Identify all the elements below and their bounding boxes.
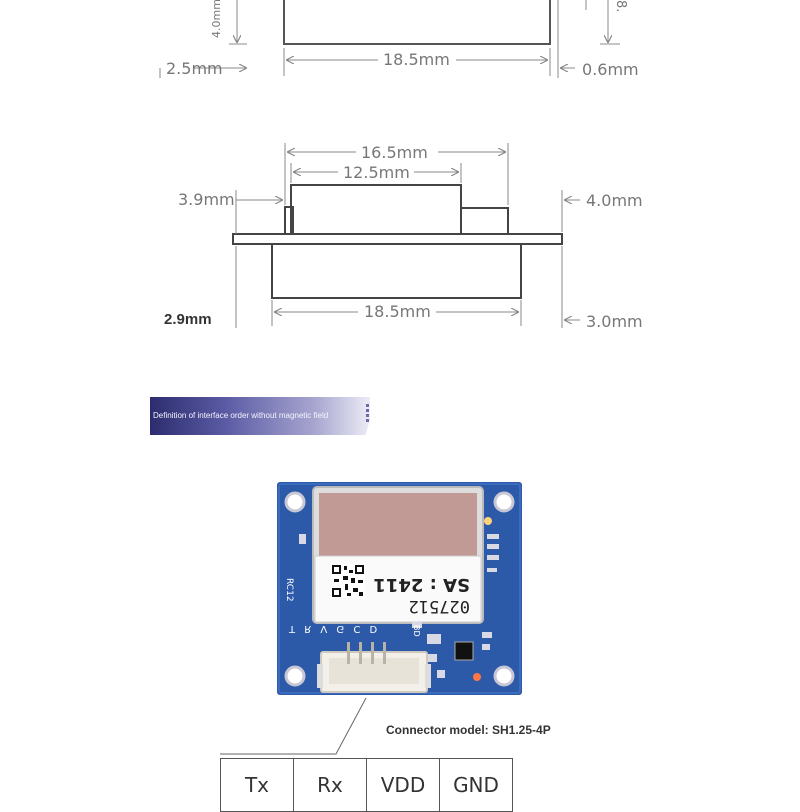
section-banner-text: Definition of interface order without ma… [153, 411, 329, 420]
section-banner [150, 397, 370, 435]
sticker-serial: 027512 [409, 596, 470, 616]
top-width-label: 18.5mm [383, 50, 450, 69]
mechanical-drawings [159, 0, 620, 328]
qr-code [331, 564, 365, 598]
connector-model-label: Connector model: SH1.25-4P [386, 723, 551, 737]
pin-tx: Tx [220, 758, 294, 812]
side-right-height-label: 4.0mm [586, 191, 643, 210]
sh125-connector [317, 642, 431, 693]
side-bottom-width-label: 18.5mm [364, 302, 431, 321]
side-view-drawing [232, 143, 580, 328]
pin-vdd: VDD [366, 758, 440, 812]
top-right-offset-label: 0.6mm [582, 60, 639, 79]
top-right-label: 8. [613, 0, 628, 13]
connector-leader-line [220, 698, 367, 755]
top-height-label: 4.0mm [210, 0, 223, 38]
pin-rx: Rx [293, 758, 367, 812]
pin-table: Tx Rx VDD GND [220, 758, 513, 812]
board-bd-text: BD [412, 625, 421, 637]
side-bottom-right-label: 3.0mm [586, 312, 643, 331]
side-inner-width-label: 12.5mm [343, 163, 410, 182]
top-view-drawing [159, 0, 620, 78]
top-left-offset-label: 2.5mm [166, 59, 223, 78]
side-left-height-label: 3.9mm [178, 190, 235, 209]
side-outer-width-label: 16.5mm [361, 143, 428, 162]
board-side-text: RC12 [284, 578, 294, 602]
side-bottom-left-label: 2.9mm [164, 311, 212, 328]
sticker-code: SA : 2411 [373, 574, 470, 595]
table-row: Tx Rx VDD GND [220, 758, 513, 812]
pin-gnd: GND [439, 758, 513, 812]
smd-components [299, 517, 499, 681]
banner-dots [366, 404, 369, 422]
gps-module-board: 027512 SA : 2411 RC12 T R V G C D BD [277, 482, 522, 695]
board-pin-letters: T R V G C D [288, 623, 380, 634]
mounting-holes [284, 491, 515, 687]
